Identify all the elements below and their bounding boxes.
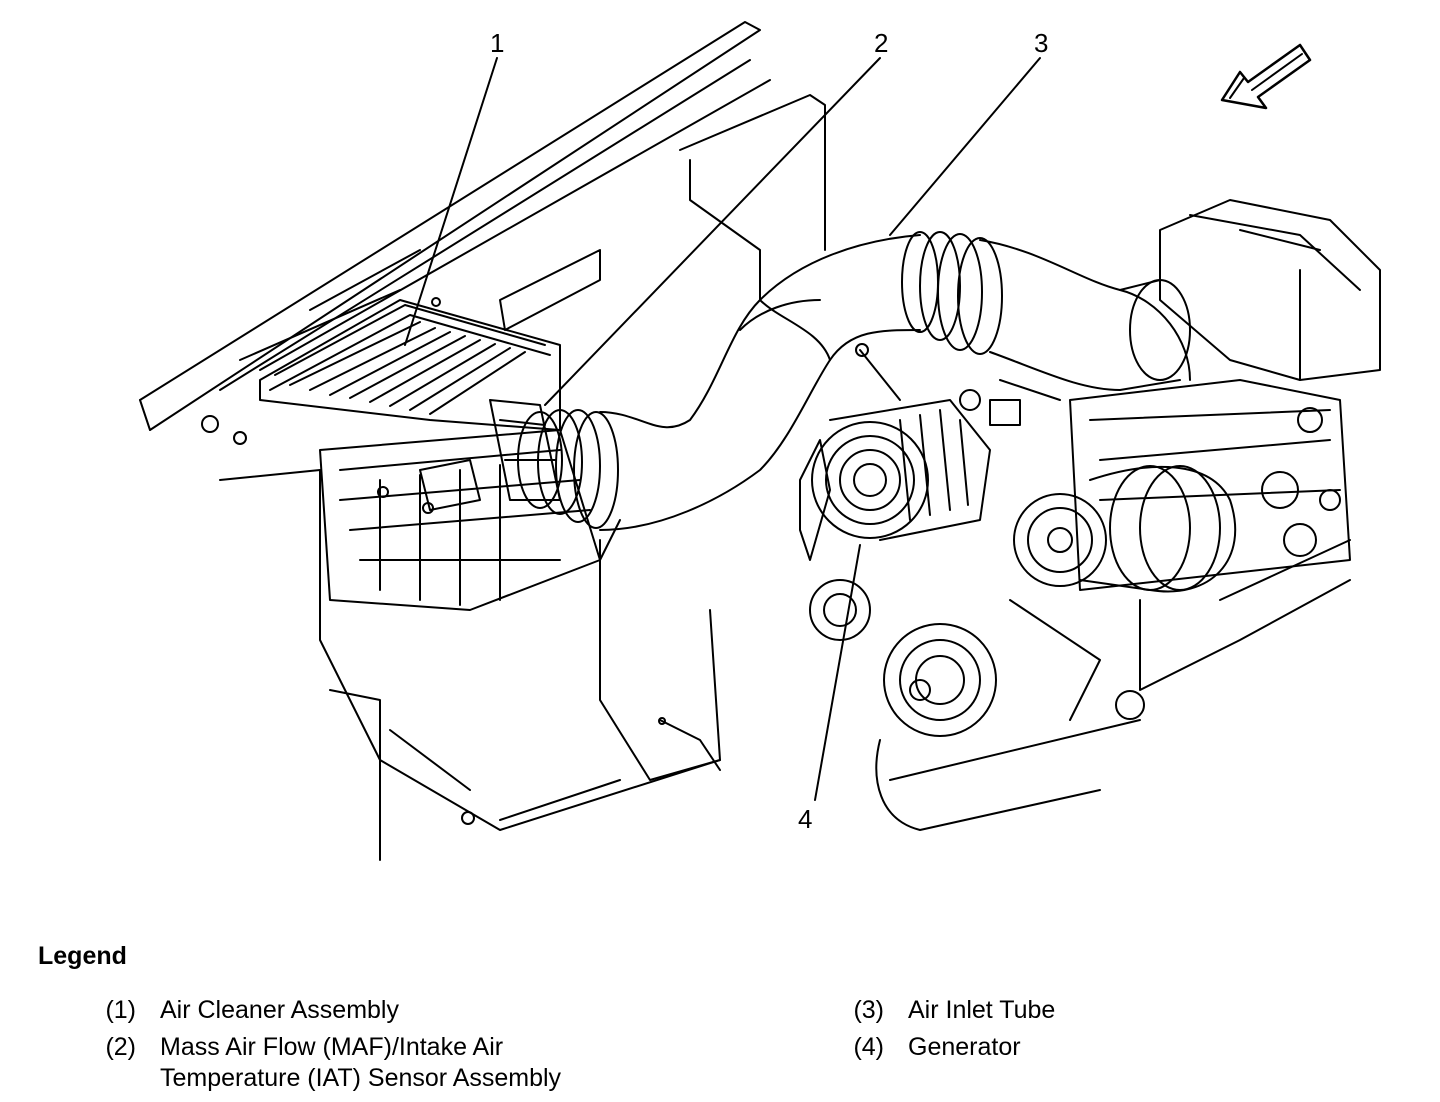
hood-outline — [139, 21, 826, 431]
air-cleaner-assembly — [201, 297, 601, 611]
callout-4: 4 — [798, 804, 812, 834]
air-inlet-tube — [599, 231, 1191, 531]
engine-compartment-diagram: 1 2 3 4 — [139, 21, 1381, 861]
engine-pulleys — [809, 379, 1351, 831]
legend-item-text: Generator — [908, 1033, 1021, 1061]
callout-2: 2 — [874, 28, 888, 58]
legend-item-text: Air Cleaner Assembly — [160, 996, 399, 1024]
callout-leaders — [404, 57, 1041, 801]
callout-1: 1 — [490, 28, 504, 58]
legend-item-4: (4) Generator — [828, 1032, 1428, 1063]
legend-item-number: (4) — [853, 1033, 884, 1061]
legend-item-3: (3) Air Inlet Tube — [828, 995, 1428, 1026]
legend-item-2: (2) Mass Air Flow (MAF)/Intake Air Tempe… — [80, 1032, 630, 1094]
fender-panel — [219, 469, 721, 861]
generator — [799, 343, 991, 561]
intake-manifold — [1069, 199, 1381, 591]
forward-arrow-icon — [1220, 43, 1312, 110]
legend-item-number: (1) — [105, 996, 136, 1024]
legend-item-number: (2) — [105, 1033, 136, 1061]
legend-item-text: Mass Air Flow (MAF)/Intake Air Temperatu… — [160, 1033, 562, 1092]
legend-title: Legend — [38, 942, 127, 970]
callout-3: 3 — [1034, 28, 1048, 58]
legend-item-text: Air Inlet Tube — [908, 996, 1056, 1024]
legend-item-number: (3) — [853, 996, 884, 1024]
maf-sensor-assembly — [489, 399, 619, 529]
legend-item-1: (1) Air Cleaner Assembly — [80, 995, 680, 1026]
